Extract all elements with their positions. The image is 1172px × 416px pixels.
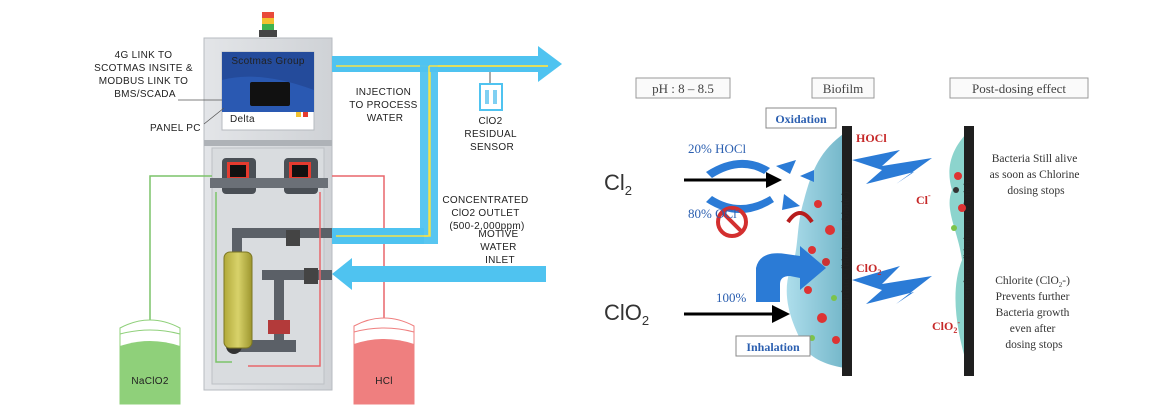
svg-text:Post-dosing effect: Post-dosing effect [972, 81, 1066, 96]
lightning-bolt-hocl [852, 150, 932, 184]
outlet-arrow [332, 46, 562, 244]
tank-naclo2: NaClO2 [119, 319, 181, 405]
svg-text:Oxidation: Oxidation [775, 112, 827, 126]
dosing-pump-right [284, 158, 318, 194]
clo2-red-label: ClO2 [856, 261, 881, 277]
naclo2-feed-line [149, 175, 212, 325]
cl2-arrow [684, 172, 782, 188]
dosing-pump-left [222, 158, 256, 194]
panel-small-text: Delta [230, 114, 255, 125]
no-symbol-icon [716, 206, 748, 238]
lightning-bolt-clo2 [852, 266, 932, 304]
cl2-label: Cl2 [604, 170, 632, 198]
svg-text:Biofilm: Biofilm [823, 81, 863, 96]
header-ph: pH : 8 – 8.5 [635, 77, 731, 99]
tank-naclo2-label: NaClO2 [131, 376, 169, 387]
link-label: 4G LINK TO SCOTMAS INSITE & MODBUS LINK … [94, 50, 196, 100]
clo2-arrow [684, 305, 790, 323]
injection-label: INJECTION TO PROCESS WATER [349, 87, 420, 124]
svg-text:pH : 8 – 8.5: pH : 8 – 8.5 [652, 81, 714, 96]
oxidation-label: Oxidation [765, 107, 837, 129]
inhalation-arrow [756, 246, 826, 302]
hundred-percent-label: 100% [716, 290, 747, 305]
hcl-feed-line [332, 175, 385, 318]
reactor-column [223, 251, 253, 349]
hocl-red-label: HOCl [856, 131, 887, 145]
biofilm-layer [786, 132, 846, 368]
cl-minus-label: Cl- [916, 191, 931, 207]
signal-tower-icon [259, 12, 277, 37]
surface-wall-text-post: Surface (biotic or abiotic) [963, 181, 974, 300]
panel-brand-text: Scotmas Group [231, 56, 305, 67]
bacteria-alive-note: Bacteria Still alive as soon as Chlorine… [990, 153, 1083, 197]
outlet-label: CONCENTRATED ClO2 OUTLET (500-2,000ppm) [442, 195, 531, 232]
panel-pc: Scotmas Group Delta [221, 51, 315, 131]
motive-label: MOTIVE WATER INLET [478, 229, 521, 266]
surface-wall-text: Surface (biotic or abiotic) [841, 191, 852, 310]
oxidation-arrows [706, 159, 814, 213]
tank-hcl: HCl [353, 317, 415, 405]
header-biofilm: Biofilm [811, 77, 875, 99]
tank-hcl-label: HCl [375, 376, 393, 387]
inhalation-label: Inhalation [735, 335, 811, 357]
ocl-percent-label: 80% OCl- [688, 205, 740, 221]
clo2-minus-label: ClO2- [932, 318, 960, 335]
sensor-label: ClO2 RESIDUAL SENSOR [464, 116, 519, 153]
motive-water-arrow [332, 258, 546, 290]
chlorite-note: Chlorite (ClO2-) Prevents further Bacter… [995, 275, 1073, 351]
surface-wall-biofilm [842, 126, 852, 376]
panel-pc-label: PANEL PC [150, 123, 201, 134]
hocl-percent-label: 20% HOCl [688, 141, 747, 156]
header-post-dosing: Post-dosing effect [949, 77, 1089, 99]
residual-sensor-icon [479, 72, 503, 111]
clo2-label: ClO2 [604, 300, 649, 328]
surface-wall-post [964, 126, 974, 376]
bacteria-dots [797, 172, 966, 344]
svg-text:Inhalation: Inhalation [746, 340, 800, 354]
